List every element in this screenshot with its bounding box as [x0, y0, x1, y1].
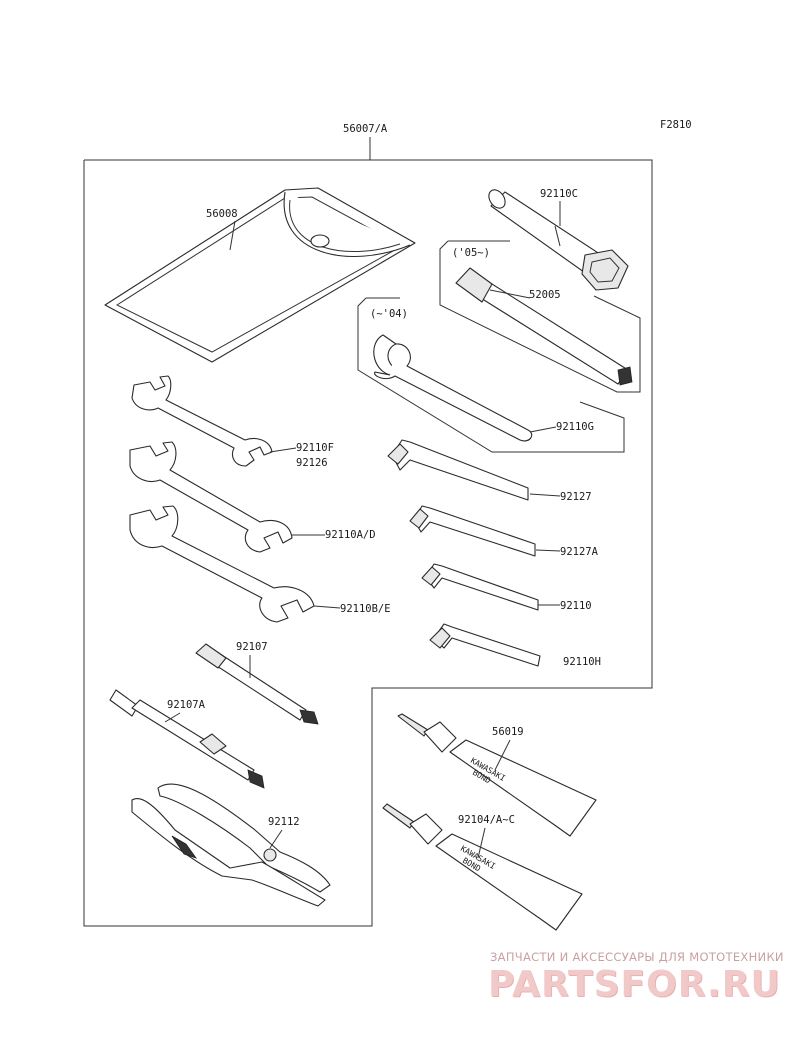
label-92127a: 92127A — [560, 546, 599, 558]
leader-56008 — [229, 220, 236, 251]
label-92110be: 92110B/E — [340, 603, 391, 615]
leader-92107a — [164, 712, 181, 723]
leader-92127 — [529, 493, 561, 497]
figure-code: F2810 — [660, 119, 692, 131]
pliers-92112 — [131, 783, 331, 907]
leader-92110be — [313, 605, 341, 609]
leader-56019 — [494, 739, 511, 771]
leader-92110f — [269, 447, 297, 453]
wrench-92110ad — [129, 441, 293, 553]
plug-wrench-92110c — [488, 189, 629, 291]
tool-pouch-56008 — [104, 187, 416, 363]
wrench-92110be — [129, 505, 315, 623]
label-92112: 92112 — [268, 816, 300, 828]
label-92110ad: 92110A/D — [325, 529, 376, 541]
screwdriver-52005 — [455, 267, 633, 386]
label-56019: 56019 — [492, 726, 524, 738]
bracket-04 — [357, 297, 625, 453]
label-92127: 92127 — [560, 491, 592, 503]
hex-key-92127a — [409, 505, 536, 557]
label-56007a: 56007/A — [343, 123, 388, 135]
label-56008: 56008 — [206, 208, 238, 220]
leader-92127a — [535, 549, 561, 552]
label-92110g: 92110G — [556, 421, 594, 433]
spanner-92110g — [373, 334, 533, 442]
label-92104: 92104/A~C — [458, 814, 515, 826]
note-04: (~'04) — [370, 308, 408, 320]
label-52005: 52005 — [529, 289, 561, 301]
screwdriver-92107a — [109, 689, 265, 789]
label-92110c: 92110C — [540, 188, 578, 200]
hex-key-92110 — [421, 563, 539, 611]
label-92107: 92107 — [236, 641, 268, 653]
label-92107a: 92107A — [167, 699, 206, 711]
label-92110f: 92110F — [296, 442, 334, 454]
leader-92112 — [269, 829, 283, 849]
bracket-05 — [439, 240, 641, 393]
watermark-caption: ЗАПЧАСТИ И АКСЕССУАРЫ ДЛЯ МОТОТЕХНИКИ — [490, 950, 784, 964]
hex-key-92110h — [429, 623, 541, 667]
leader-52005 — [489, 289, 531, 299]
watermark-logo: PARTSFOR.RU — [488, 964, 781, 1005]
leader-92104 — [477, 827, 486, 859]
wrench-92110f — [131, 375, 273, 467]
kit-boundary — [83, 159, 653, 927]
hex-key-92127 — [387, 439, 529, 501]
screwdriver-92107 — [195, 643, 319, 725]
label-92110h: 92110H — [563, 656, 601, 668]
note-05: ('05~) — [452, 247, 490, 259]
leader-92110g — [529, 426, 557, 433]
label-92110: 92110 — [560, 600, 592, 612]
label-92126: 92126 — [296, 457, 328, 469]
